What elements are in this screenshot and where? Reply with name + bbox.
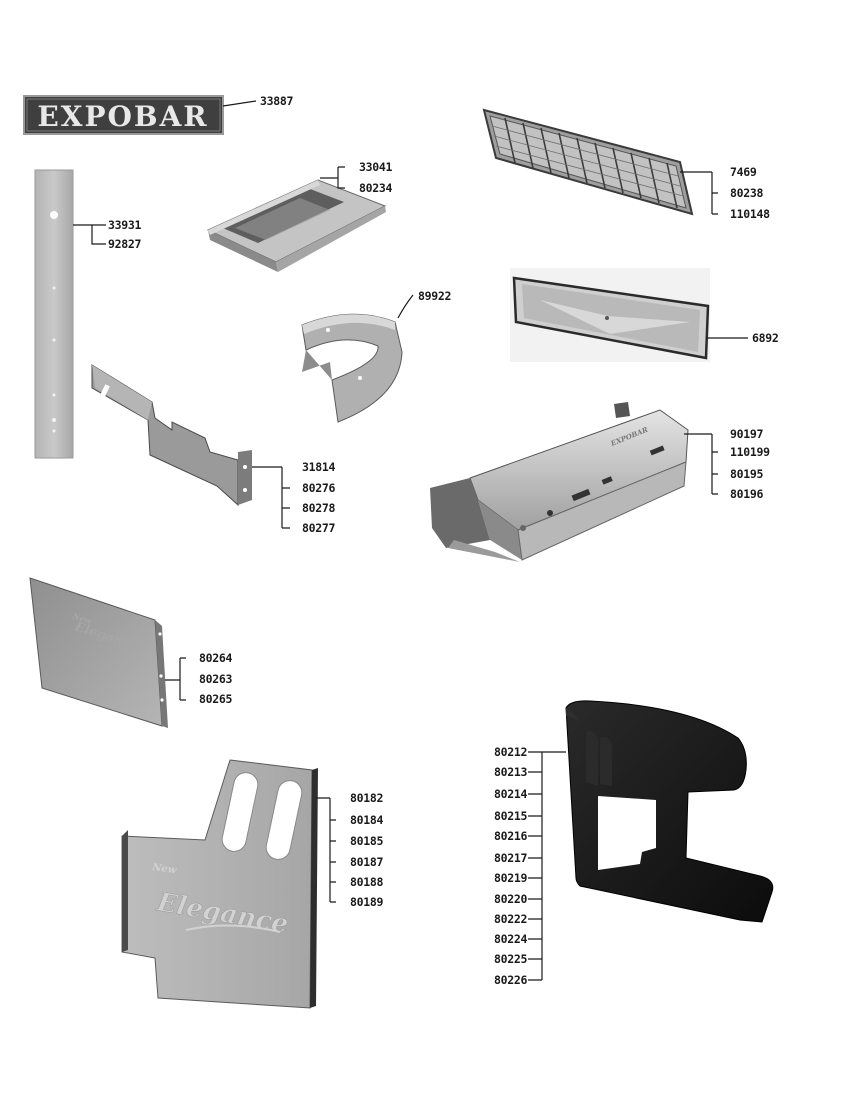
top-cover-part: EXPOBAR	[430, 402, 689, 562]
part-number-33887: 33887	[260, 94, 293, 108]
part-number-80234: 80234	[359, 181, 392, 195]
part-number-80184: 80184	[350, 813, 383, 827]
cup-grate-part	[482, 108, 694, 216]
part-number-33041: 33041	[359, 160, 392, 174]
part-number-80217: 80217	[494, 851, 527, 865]
part-number-80189: 80189	[350, 895, 383, 909]
part-number-80225: 80225	[494, 952, 527, 966]
logo-text: EXPOBAR	[37, 100, 208, 133]
part-number-80187: 80187	[350, 855, 383, 869]
side-panel-small-part: New Elegance	[29, 577, 168, 728]
part-number-80226: 80226	[494, 973, 527, 987]
part-number-6892: 6892	[752, 331, 779, 345]
part-number-80222: 80222	[494, 912, 527, 926]
part-number-92827: 92827	[108, 237, 141, 251]
part-number-80213: 80213	[494, 765, 527, 779]
part-number-80216: 80216	[494, 829, 527, 843]
part-number-7469: 7469	[730, 165, 757, 179]
part-number-80214: 80214	[494, 787, 527, 801]
part-number-90197: 90197	[730, 427, 763, 441]
part-number-80224: 80224	[494, 932, 527, 946]
part-number-80276: 80276	[302, 481, 335, 495]
part-number-80277: 80277	[302, 521, 335, 535]
part-number-110148: 110148	[730, 207, 770, 221]
part-number-89922: 89922	[418, 289, 451, 303]
part-number-80196: 80196	[730, 487, 763, 501]
part-number-80195: 80195	[730, 467, 763, 481]
part-number-80278: 80278	[302, 501, 335, 515]
part-number-80220: 80220	[494, 892, 527, 906]
part-number-80182: 80182	[350, 791, 383, 805]
part-number-80238: 80238	[730, 186, 763, 200]
part-number-80219: 80219	[494, 871, 527, 885]
drip-pan-part	[510, 268, 710, 362]
curved-band-part	[301, 313, 403, 423]
side-panel-large-part: New Elegance	[121, 759, 318, 1009]
part-number-80263: 80263	[199, 672, 232, 686]
part-number-31814: 31814	[302, 460, 335, 474]
part-number-80215: 80215	[494, 809, 527, 823]
expobar-logo-plate: EXPOBAR	[23, 95, 224, 135]
drip-tray-part	[206, 179, 387, 272]
part-number-80212: 80212	[494, 745, 527, 759]
part-number-33931: 33931	[108, 218, 141, 232]
part-number-110199: 110199	[730, 445, 770, 459]
bracket-part	[91, 364, 252, 507]
part-number-80185: 80185	[350, 834, 383, 848]
large-panel-engraving-line1: New	[151, 862, 178, 876]
part-number-80264: 80264	[199, 651, 232, 665]
vertical-strip-part	[34, 169, 74, 459]
black-side-frame-part	[565, 700, 774, 923]
part-number-80265: 80265	[199, 692, 232, 706]
part-number-80188: 80188	[350, 875, 383, 889]
